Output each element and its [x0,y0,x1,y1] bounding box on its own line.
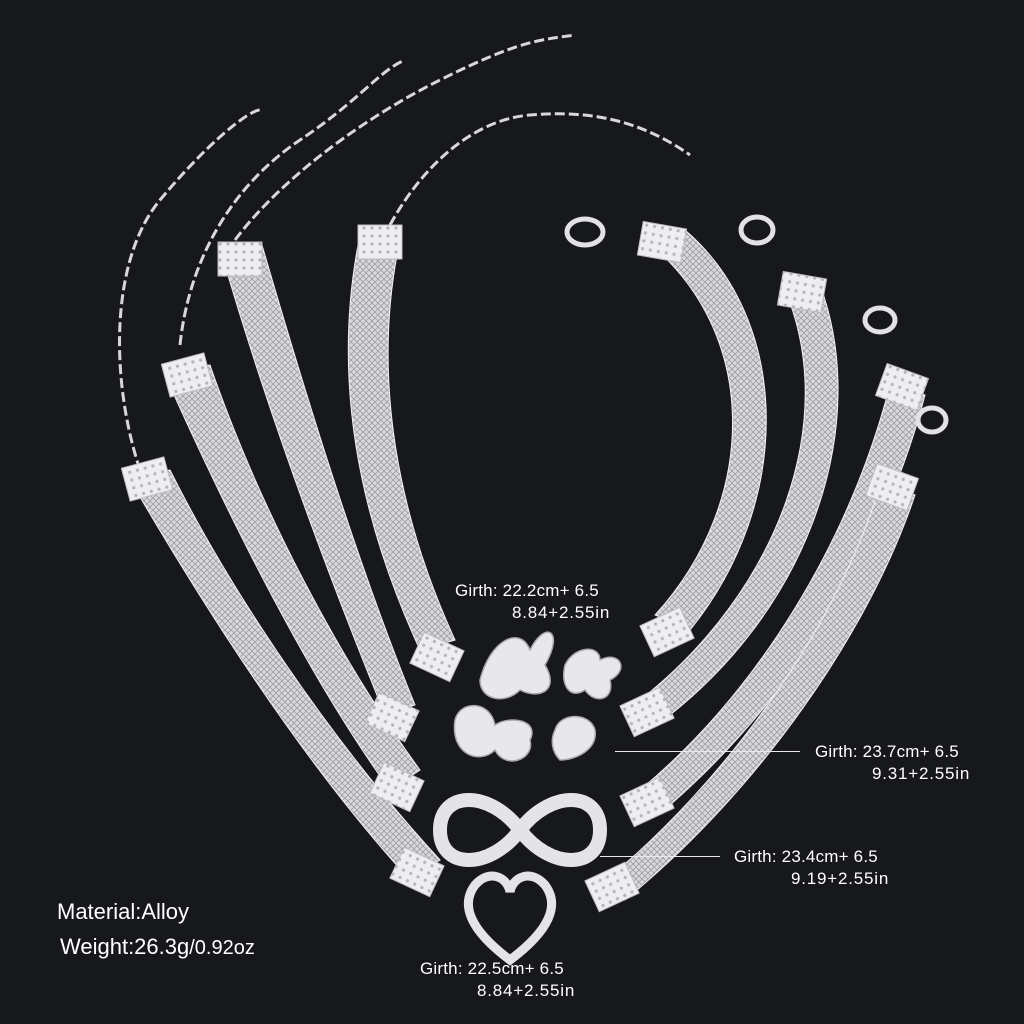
charm-butterfly-heart [453,704,596,762]
girth-inch-text: 9.19+2.55in [791,869,890,888]
leader-line-butterfly-heart [615,751,800,752]
charm-open-heart [463,871,557,966]
girth-inch-text: 9.31+2.55in [872,764,971,783]
girth-label-butterfly-heart: Girth: 23.7cm+ 6.5 9.31+2.55in [815,741,970,785]
extender-chains [118,33,691,471]
material-text: Material:Alloy [57,899,190,924]
girth-cm-text: Girth: 22.5cm+ 6.5 [420,959,564,978]
lobster-clasps [564,214,949,435]
leader-line-infinity [600,856,720,857]
girth-cm-text: Girth: 23.4cm+ 6.5 [734,847,878,866]
material-spec: Material:Alloy [57,897,189,927]
charm-infinity [432,793,608,867]
end-caps [120,220,930,913]
girth-label-infinity: Girth: 23.4cm+ 6.5 9.19+2.55in [734,846,889,890]
girth-cm-text: Girth: 22.2cm+ 6.5 [455,581,599,600]
charm-double-butterfly [479,631,622,700]
girth-inch-text: 8.84+2.55in [477,981,576,1000]
weight-grams-text: Weight:26.3g [60,934,190,959]
mesh-bands-left [129,234,456,881]
girth-label-double-butterfly: Girth: 22.2cm+ 6.5 8.84+2.55in [455,580,610,624]
girth-inch-text: 8.84+2.55in [512,603,611,622]
girth-label-open-heart: Girth: 22.5cm+ 6.5 8.84+2.55in [420,958,575,1002]
weight-spec: Weight:26.3g/0.92oz [60,932,255,963]
girth-cm-text: Girth: 23.7cm+ 6.5 [815,742,959,761]
weight-ounces-text: /0.92oz [189,937,255,959]
